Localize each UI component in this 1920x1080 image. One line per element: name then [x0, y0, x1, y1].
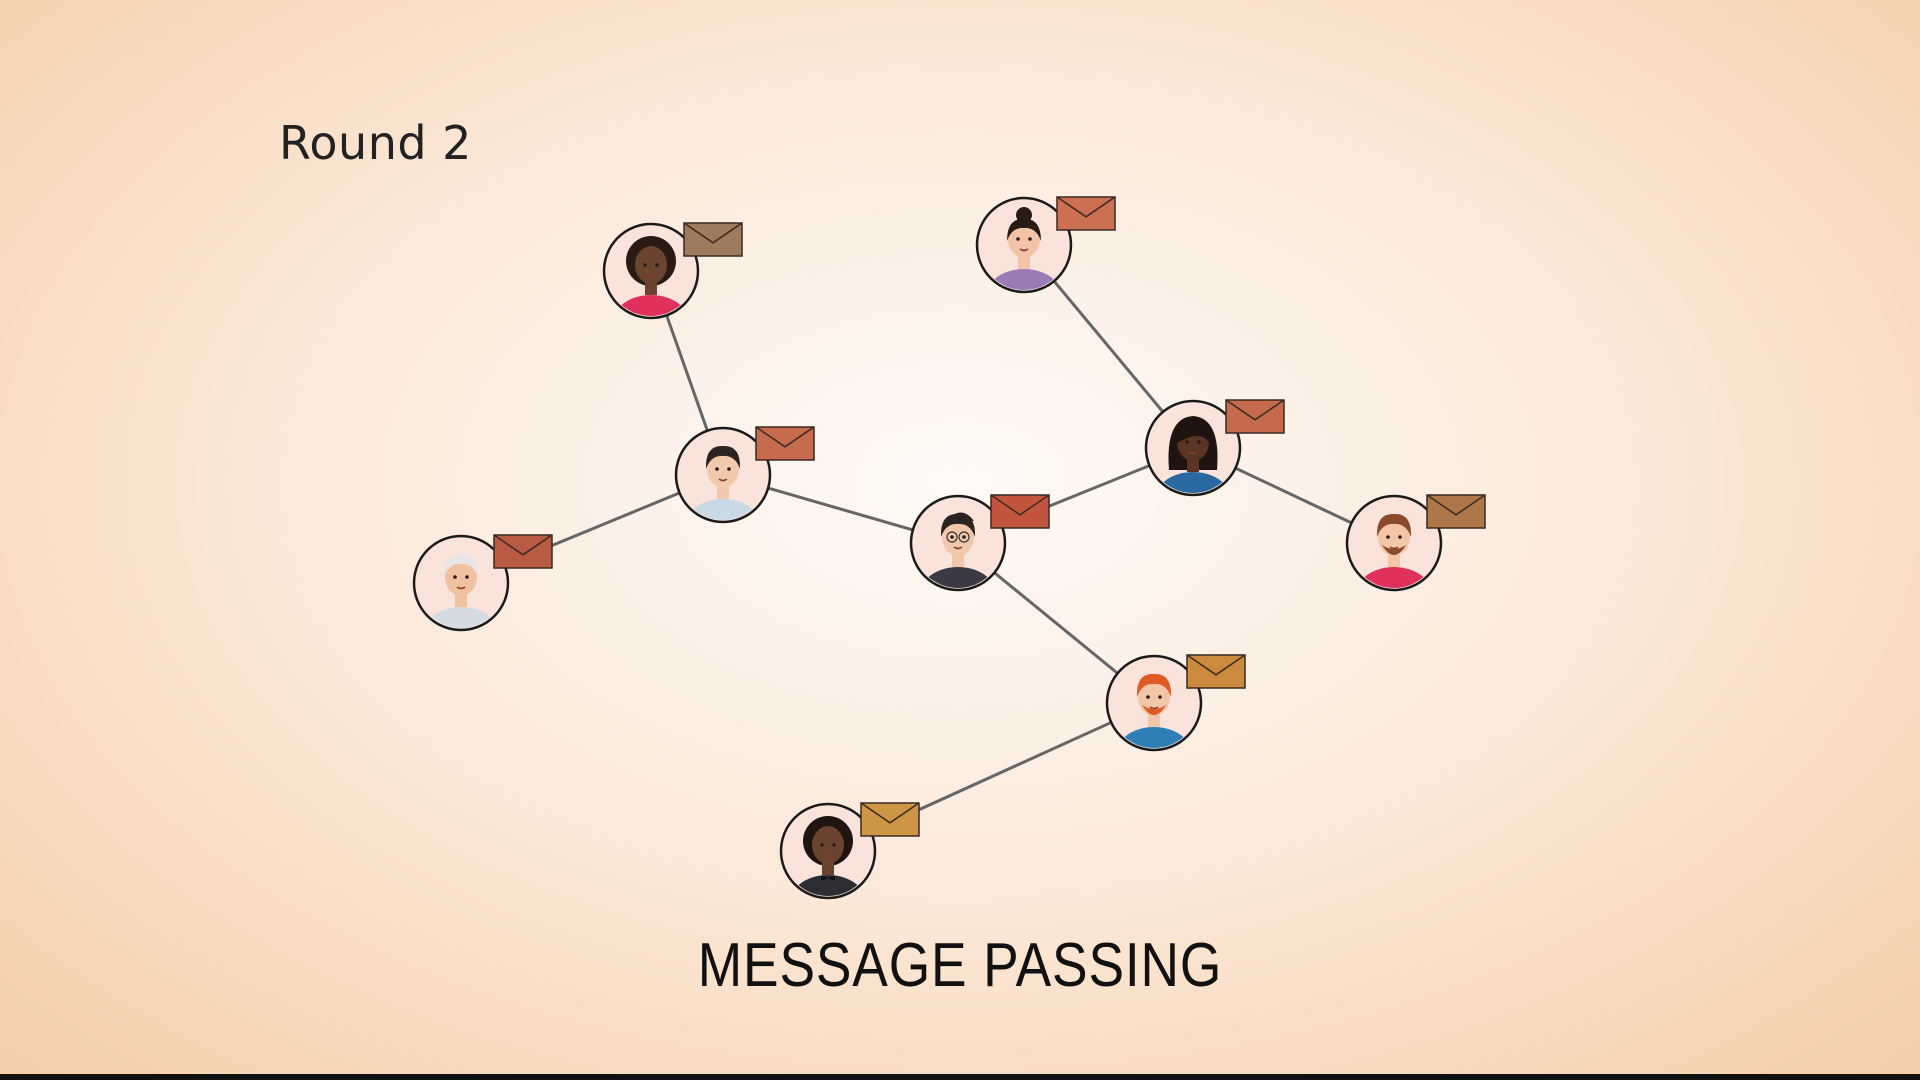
node-woman-bun [975, 196, 1116, 294]
envelope-icon [860, 802, 920, 837]
avatar-woman-curly-icon [615, 236, 687, 316]
avatar-elderly-woman-icon [425, 553, 497, 628]
avatar-man-glasses-icon [922, 512, 994, 588]
edge-woman-curly-person-short-hair [665, 314, 709, 432]
avatar-border [602, 222, 700, 320]
avatar-border [412, 534, 510, 632]
envelope-icon [1426, 494, 1486, 529]
bottom-bar [0, 1074, 1920, 1080]
envelope-icon [1225, 399, 1285, 434]
edge-person-short-hair-man-glasses [767, 486, 914, 532]
avatar-man-beard-icon [1358, 513, 1430, 588]
edge-man-glasses-man-red-hair [993, 571, 1119, 675]
node-man-beard [1345, 494, 1486, 592]
envelope-icon [1186, 654, 1246, 689]
avatar-border [674, 426, 772, 524]
avatar-woman-bun-icon [988, 207, 1060, 290]
node-man-bowtie [779, 802, 920, 900]
envelope-icon [990, 494, 1050, 529]
node-person-short-hair [674, 426, 815, 524]
round-label: Round 2 [279, 116, 472, 170]
avatar-border [975, 196, 1073, 294]
envelope-icon [1056, 196, 1116, 231]
node-elderly-woman [412, 534, 553, 632]
node-man-glasses [909, 494, 1050, 592]
avatar-border [779, 802, 877, 900]
avatar-border [1144, 399, 1242, 497]
node-woman-long-hair [1144, 399, 1285, 497]
edge-woman-long-hair-woman-bun [1052, 280, 1165, 413]
avatar-woman-long-hair-icon [1157, 416, 1229, 493]
avatar-border [1105, 654, 1203, 752]
page-title: MESSAGE PASSING [697, 931, 1223, 1000]
edge-woman-long-hair-man-beard [1234, 466, 1353, 525]
avatar-border [1345, 494, 1443, 592]
node-man-red-hair [1105, 654, 1246, 752]
avatar-man-red-hair-icon [1118, 673, 1190, 748]
envelope-icon [683, 222, 743, 257]
avatar-person-short-hair-icon [687, 445, 759, 520]
envelope-icon [755, 426, 815, 461]
graph-nodes [412, 196, 1486, 900]
node-woman-curly [602, 222, 743, 320]
avatar-man-bowtie-icon [792, 816, 864, 896]
envelope-icon [493, 534, 553, 569]
avatar-border [909, 494, 1007, 592]
